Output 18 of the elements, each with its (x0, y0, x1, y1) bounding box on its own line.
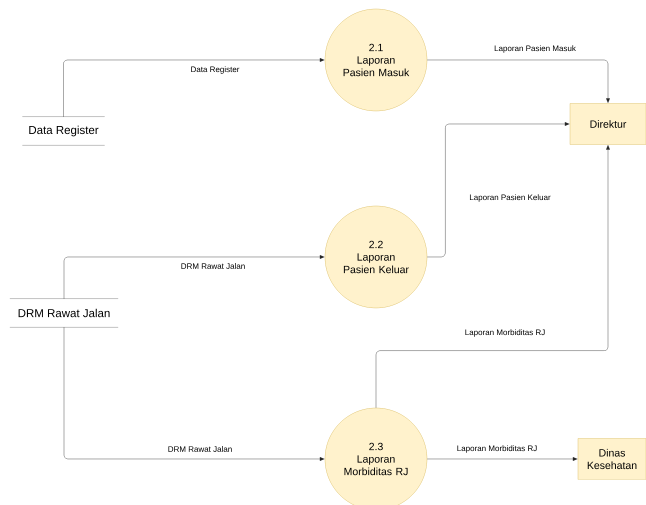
edge-label: Laporan Pasien Keluar (468, 193, 552, 203)
edge-label: DRM Rawat Jalan (180, 262, 246, 270)
edge-label: Data Register (190, 65, 240, 75)
arrow (376, 145, 610, 408)
edge-label: Laporan Morbiditas RJ (456, 444, 538, 454)
arrow (63, 58, 324, 117)
data-store: Data Register (22, 116, 105, 146)
arrow (427, 457, 578, 461)
edge-label: Laporan Morbiditas RJ (464, 328, 546, 338)
arrow (64, 326, 324, 461)
edge-label: DRM Rawat Jalan (166, 445, 234, 453)
edge-label: Laporan Pasien Masuk (493, 44, 577, 54)
entity-box: Dinas Kesehatan (578, 438, 646, 480)
arrow (64, 255, 324, 299)
arrow (427, 60, 610, 103)
entity-box: Direktur (570, 103, 646, 145)
data-store: DRM Rawat Jalan (10, 298, 118, 328)
arrow (427, 122, 570, 258)
